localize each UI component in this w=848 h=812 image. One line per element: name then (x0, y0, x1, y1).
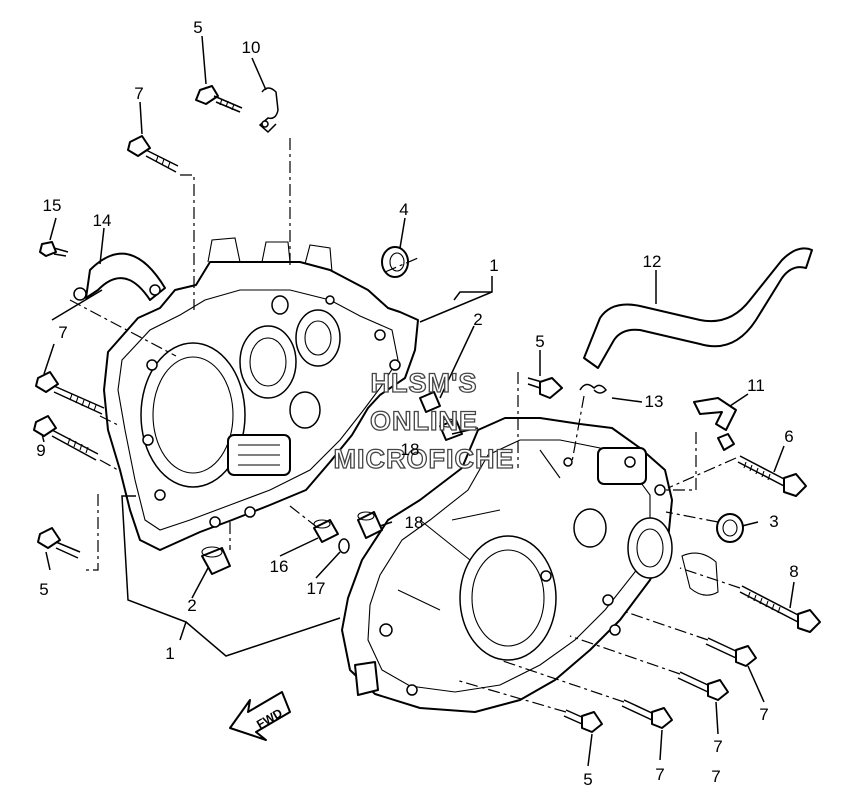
part-label: 6 (784, 427, 793, 446)
left-crankcase (103, 237, 419, 551)
part-label: 10 (242, 38, 261, 57)
part-label: 2 (473, 310, 482, 329)
bolt-15 (39, 241, 69, 257)
bracket-11 (693, 397, 737, 451)
bolt-6 (737, 455, 807, 497)
bolt-5-top (195, 85, 243, 113)
part-label: 5 (583, 770, 592, 789)
part-label: 7 (711, 767, 720, 786)
watermark-line-2: ONLINE (370, 406, 478, 436)
part-label: 18 (405, 513, 424, 532)
part-label: 4 (399, 200, 408, 219)
part-label: 5 (535, 332, 544, 351)
bolt-7-top (127, 135, 179, 173)
part-label: 7 (713, 737, 722, 756)
bolt-7-bottom (621, 699, 673, 729)
part-label: 14 (93, 211, 112, 230)
part-label: 15 (43, 196, 62, 215)
bolt-5-mid (527, 377, 563, 399)
bolt-7-right-a (705, 637, 757, 667)
dowel-18-upper (439, 418, 463, 441)
part-label: 7 (58, 323, 67, 342)
bolt-9 (33, 415, 99, 461)
watermark-line-3: MICROFICHE (334, 444, 515, 474)
part-label: 12 (643, 252, 662, 271)
bolt-5-left (37, 527, 81, 559)
clip-10 (258, 87, 279, 134)
bracket-14 (73, 252, 166, 301)
part-label: 7 (134, 84, 143, 103)
dowel-18-lower (357, 511, 383, 539)
watermark-line-1: HLSM'S (371, 368, 478, 398)
dowel-16 (313, 519, 339, 543)
part-label: 2 (187, 596, 196, 615)
part-label: 7 (759, 705, 768, 724)
o-ring-17 (338, 538, 350, 554)
watermark: HLSM'S ONLINE MICROFICHE (333, 367, 515, 474)
part-label: 13 (645, 392, 664, 411)
oil-seal-3 (716, 513, 744, 543)
part-label: 9 (36, 441, 45, 460)
part-label: 3 (769, 512, 778, 531)
hose-12 (583, 247, 813, 369)
clip-13 (579, 383, 607, 394)
bolt-7-left (35, 371, 105, 415)
part-labels: 5 10 7 15 14 4 1 2 12 7 5 13 11 9 18 6 3… (36, 18, 798, 789)
leader-lines (41, 35, 795, 767)
part-label: 11 (747, 376, 765, 395)
part-label: 1 (489, 256, 498, 275)
part-label: 16 (270, 557, 289, 576)
bolt-5-bottom (563, 709, 603, 733)
bolt-8 (739, 585, 821, 633)
part-label: 1 (165, 644, 174, 663)
dowel-2-upper (419, 391, 441, 413)
fwd-arrow: FWD (229, 691, 291, 741)
part-label: 8 (789, 562, 798, 581)
oil-seal-4 (381, 246, 409, 278)
part-label: 18 (401, 440, 420, 459)
bolt-7-right-b (677, 671, 729, 701)
dowel-2-left (201, 546, 231, 575)
part-label: 7 (655, 765, 664, 784)
part-label: 5 (39, 580, 48, 599)
part-label: 5 (193, 18, 202, 37)
sensor-bracket (681, 552, 719, 596)
part-label: 17 (307, 579, 326, 598)
right-crankcase (341, 417, 673, 713)
